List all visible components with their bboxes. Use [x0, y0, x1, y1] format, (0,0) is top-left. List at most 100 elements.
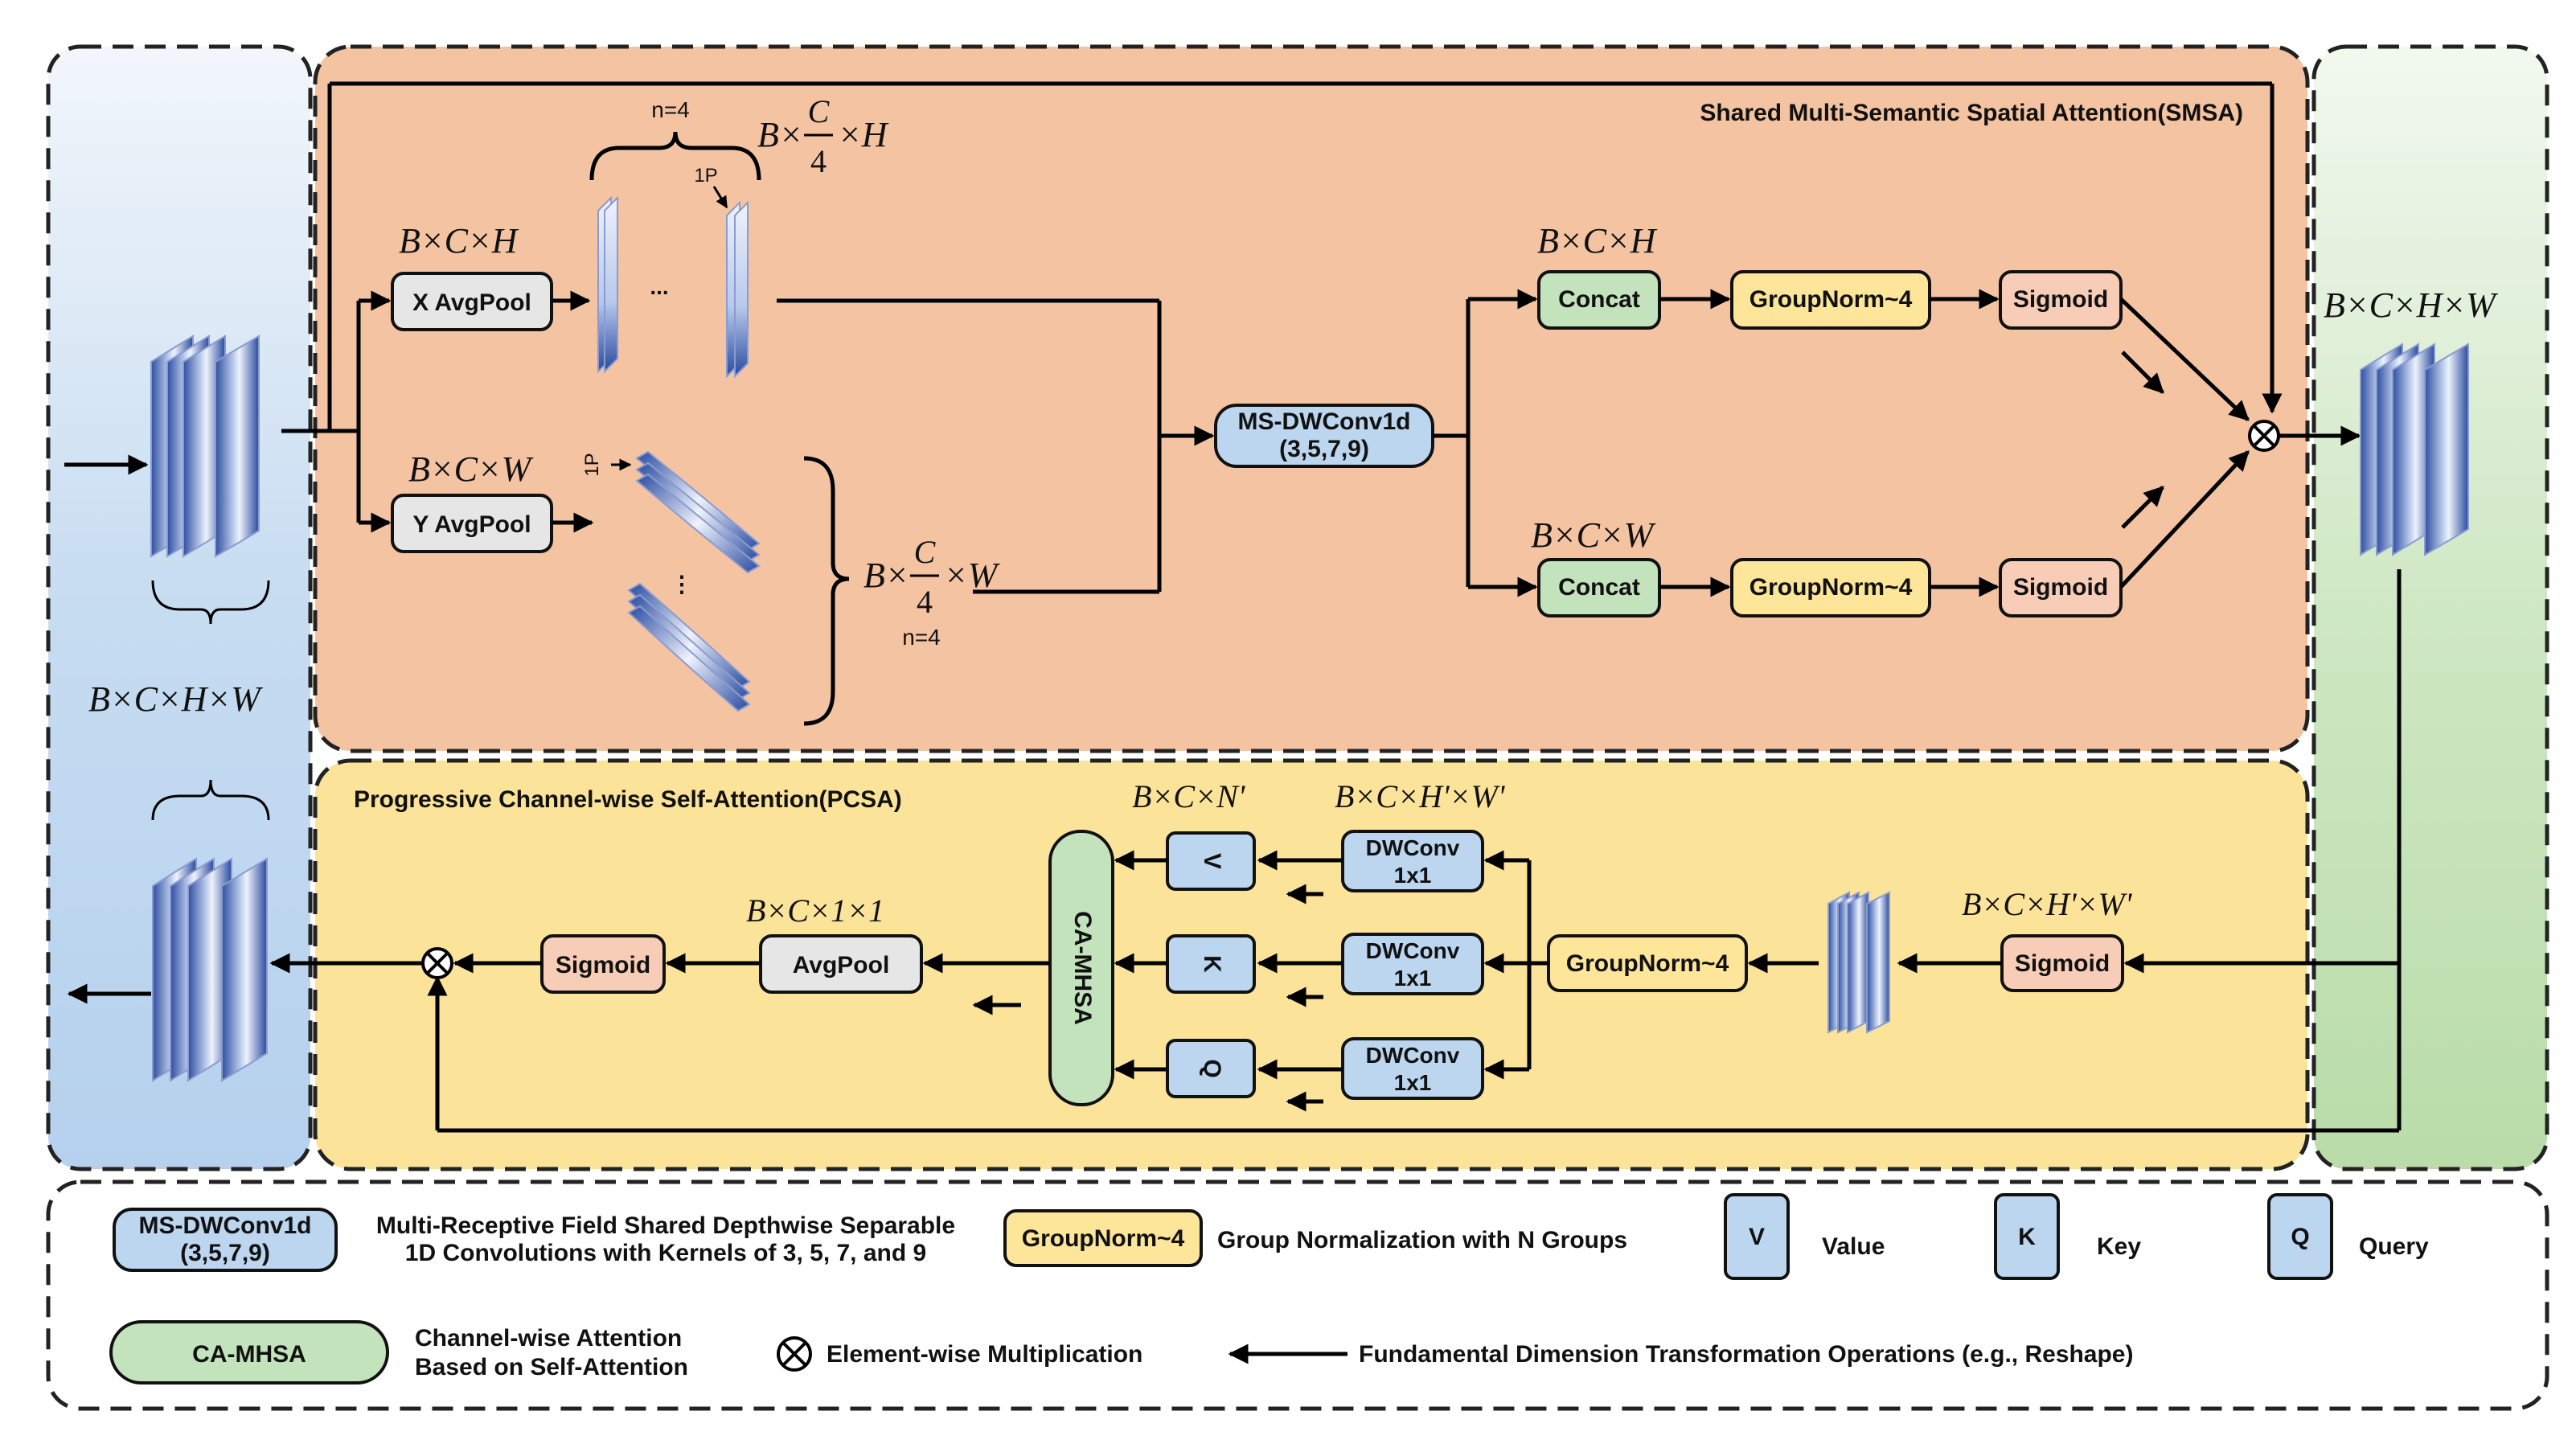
one-p-top-label: 1P	[694, 165, 717, 187]
legend-v-box	[1724, 1193, 1790, 1280]
dim-c4h-den: 4	[810, 143, 827, 179]
dim-concat-bottom: B×C×W	[1531, 515, 1656, 555]
legend-k-desc: Key	[2097, 1233, 2141, 1260]
ca-mhsa-label: CA-MHSA	[1069, 911, 1096, 1025]
n4-bottom-label: n=4	[902, 625, 941, 650]
groupnorm-top-label: GroupNorm~4	[1749, 286, 1913, 313]
legend-ms-dwconv-desc1: Multi-Receptive Field Shared Depthwise S…	[376, 1212, 955, 1239]
one-p-side-label: 1P	[581, 453, 603, 476]
legend-groupnorm-box	[1003, 1209, 1203, 1267]
y-avgpool-label: Y AvgPool	[412, 511, 531, 538]
legend-multiply-icon	[777, 1336, 812, 1372]
k-label: K	[1199, 955, 1225, 973]
ms-dwconv-line1: MS-DWConv1d	[1238, 408, 1411, 435]
smsa-multiply-icon	[2248, 420, 2280, 452]
legend-ca-mhsa-label: CA-MHSA	[192, 1341, 306, 1368]
left-brace-top	[151, 580, 270, 625]
legend-q-box	[2267, 1193, 2333, 1280]
legend-mult-desc: Element-wise Multiplication	[827, 1341, 1142, 1368]
dim-c4h-pre: B×	[757, 115, 803, 154]
legend-ms-dwconv-line2: (3,5,7,9)	[180, 1240, 270, 1266]
sigmoid-left-label: Sigmoid	[556, 952, 650, 978]
sigmoid-top-out	[2119, 297, 2250, 421]
dim-c4w-pre: B×	[863, 556, 909, 595]
dwconv-v-line1: DWConv	[1366, 835, 1460, 860]
dwconv-v-line2: 1x1	[1394, 863, 1432, 888]
legend-groupnorm-desc: Group Normalization with N Groups	[1217, 1227, 1627, 1253]
dim-concat-top: B×C×H	[1537, 221, 1658, 260]
dim-c4w-num: C	[914, 534, 937, 570]
smsa-output-feature-icon	[2360, 343, 2469, 556]
legend-q-label: Q	[2291, 1224, 2309, 1250]
sigmoid-top-label: Sigmoid	[2013, 286, 2108, 313]
w-strips-brace	[803, 456, 850, 726]
input-feature-map-icon	[150, 334, 260, 558]
dwconv-q-line2: 1x1	[1394, 1070, 1432, 1095]
groupnorm-bottom-label: GroupNorm~4	[1749, 574, 1913, 601]
right-panel	[2311, 44, 2549, 1171]
legend-v-desc: Value	[1822, 1233, 1885, 1260]
legend-ca-mhsa-desc2: Based on Self-Attention	[415, 1354, 688, 1380]
dwconv-q-line1: DWConv	[1366, 1043, 1460, 1068]
n4-top-label: n=4	[651, 97, 690, 122]
dim-bchw-prime: B×C×H'×W'	[1335, 778, 1506, 814]
sigmoid-bottom-label: Sigmoid	[2013, 574, 2108, 601]
v-label: V	[1199, 853, 1225, 869]
h-strip-ellipsis: ...	[650, 274, 668, 299]
dim-c11: B×C×1×1	[746, 892, 884, 929]
reshape-arrow-top	[2121, 351, 2164, 394]
h-strips-brace	[589, 131, 761, 181]
reshape-arrow-bottom	[2121, 486, 2164, 529]
legend-ca-mhsa-box	[109, 1320, 389, 1385]
sigmoid-bottom-out	[2119, 450, 2250, 589]
q-label: Q	[1199, 1059, 1225, 1077]
sigmoid-right-label: Sigmoid	[2015, 950, 2110, 977]
dim-c4w-den: 4	[917, 584, 933, 620]
legend-k-box	[1994, 1193, 2060, 1280]
w-strip-ellipsis: ⋮	[671, 572, 693, 597]
smsa-title: Shared Multi-Semantic Spatial Attention(…	[1700, 100, 2243, 126]
pcsa-multiply-icon	[421, 947, 453, 979]
legend-q-desc: Query	[2359, 1233, 2429, 1260]
dim-c4w-post: ×W	[944, 556, 1000, 595]
dim-bcn: B×C×N'	[1132, 778, 1246, 814]
legend-panel	[46, 1179, 2549, 1411]
legend-ca-mhsa-desc1: Channel-wise Attention	[415, 1325, 682, 1352]
legend-arrow-desc: Fundamental Dimension Transformation Ope…	[1359, 1341, 2134, 1368]
pcsa-title: Progressive Channel-wise Self-Attention(…	[354, 786, 902, 813]
concat-bottom-label: Concat	[1558, 574, 1640, 601]
legend-ms-dwconv-desc2: 1D Convolutions with Kernels of 3, 5, 7,…	[405, 1240, 926, 1266]
dwconv-k-line2: 1x1	[1394, 966, 1432, 991]
w-strip-n	[627, 582, 751, 712]
sigmoid-bottom-box	[1999, 558, 2123, 617]
w-strip-1	[635, 450, 761, 574]
dim-c4h-num: C	[808, 93, 831, 129]
avgpool-label: AvgPool	[793, 952, 890, 978]
legend-v-label: V	[1749, 1224, 1765, 1250]
dim-sigmoid-in: B×C×H'×W'	[1962, 886, 2133, 922]
left-dim-input: B×C×H×W	[88, 679, 263, 719]
legend-groupnorm-label: GroupNorm~4	[1022, 1225, 1185, 1252]
one-p-top-pointer	[712, 186, 728, 209]
dim-output: B×C×H×W	[2324, 285, 2498, 325]
h-strip-n	[726, 200, 749, 379]
legend-ms-dwconv-line1: MS-DWConv1d	[139, 1212, 312, 1239]
left-brace-bottom	[151, 779, 270, 821]
output-feature-map-icon	[152, 857, 268, 1082]
dim-bch-x: B×C×H	[399, 221, 519, 260]
dim-bcw-y: B×C×W	[408, 449, 534, 489]
ms-dwconv-line2: (3,5,7,9)	[1279, 436, 1369, 462]
ca-mhsa-box	[1048, 830, 1114, 1106]
smsa-panel	[313, 44, 2310, 753]
dwconv-k-line1: DWConv	[1366, 938, 1460, 963]
legend-ms-dwconv-box	[113, 1208, 338, 1272]
x-avgpool-label: X AvgPool	[412, 289, 531, 316]
h-strip-1	[597, 195, 618, 374]
legend-k-label: K	[2018, 1224, 2036, 1250]
pcsa-feature-icon	[1827, 891, 1890, 1034]
groupnorm-pcsa-label: GroupNorm~4	[1566, 950, 1729, 977]
dim-c4h-post: ×H	[838, 115, 889, 154]
concat-top-label: Concat	[1558, 286, 1640, 313]
